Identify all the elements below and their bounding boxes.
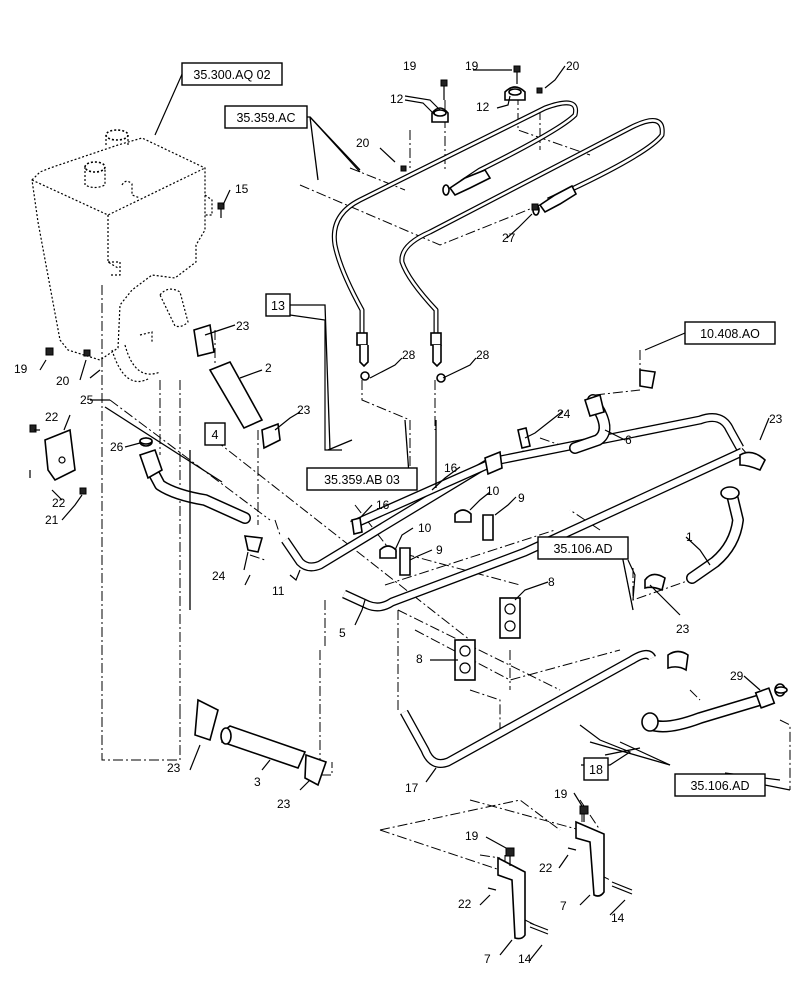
reference-box-1[interactable]: 35.300.AQ 02 (181, 62, 283, 86)
hose-item-2 (208, 360, 264, 430)
callout[interactable]: 28 (476, 348, 490, 362)
callout[interactable]: 3 (254, 775, 261, 789)
callout[interactable]: 24 (212, 569, 226, 583)
callout[interactable]: 12 (390, 92, 404, 106)
callout[interactable]: 17 (405, 781, 419, 795)
callout[interactable]: 22 (458, 897, 472, 911)
hydraulic-tank (31, 129, 213, 383)
callout[interactable]: 19 (403, 59, 417, 73)
callout[interactable]: 27 (502, 231, 516, 245)
clamp-hardware-top (217, 65, 543, 218)
callout[interactable]: 15 (235, 182, 249, 196)
leader-lines (34, 65, 781, 961)
callout[interactable]: 14 (518, 952, 532, 966)
reference-box-6[interactable]: 35.106.AD (674, 773, 766, 797)
callout[interactable]: 1 (686, 530, 693, 544)
boxed-item-18[interactable]: 18 (583, 757, 609, 781)
assembly-centerlines (101, 95, 791, 926)
callout[interactable]: 16 (444, 461, 458, 475)
brackets-item-7 (497, 820, 605, 940)
hose-assembly-pair (331, 100, 665, 368)
hose-item-4 (138, 437, 251, 524)
reference-box-5[interactable]: 35.106.AD (537, 536, 629, 560)
reference-label: 10.408.AO (700, 327, 760, 341)
item-number: 4 (212, 428, 219, 442)
tube-item-16 (350, 456, 498, 530)
small-clamps (193, 323, 766, 787)
callout-numbers: 15 19 19 20 12 12 20 27 23 2 28 28 19 20… (14, 59, 783, 966)
callout[interactable]: 21 (45, 513, 59, 527)
callout[interactable]: 9 (518, 491, 525, 505)
callout[interactable]: 22 (539, 861, 553, 875)
callout[interactable]: 19 (14, 362, 28, 376)
clip-items-9-10 (379, 509, 494, 576)
callout[interactable]: 23 (167, 761, 181, 775)
tube-item-11-5 (281, 413, 744, 612)
callout[interactable]: 22 (45, 410, 59, 424)
callout[interactable]: 23 (297, 403, 311, 417)
callout[interactable]: 23 (676, 622, 690, 636)
callout[interactable]: 7 (560, 899, 567, 913)
callout[interactable]: 22 (52, 496, 66, 510)
callout[interactable]: 10 (486, 484, 500, 498)
callout[interactable]: 25 (80, 393, 94, 407)
reference-label: 35.359.AB 03 (324, 473, 400, 487)
tube-item-17 (400, 650, 657, 768)
callout[interactable]: 24 (557, 407, 571, 421)
clamp-blocks-item-8 (454, 597, 521, 681)
callout[interactable]: 5 (339, 626, 346, 640)
callout[interactable]: 8 (416, 652, 423, 666)
group-brackets (104, 116, 791, 791)
callout[interactable]: 28 (402, 348, 416, 362)
hose-item-3 (220, 725, 307, 769)
callout[interactable]: 20 (56, 374, 70, 388)
boxed-item-13[interactable]: 13 (265, 293, 291, 317)
callout[interactable]: 6 (625, 433, 632, 447)
reference-label: 35.106.AD (690, 779, 749, 793)
reference-box-3[interactable]: 10.408.AO (684, 321, 776, 345)
item-number: 13 (271, 299, 285, 313)
callout[interactable]: 12 (476, 100, 490, 114)
callout[interactable]: 19 (465, 59, 479, 73)
callout[interactable]: 23 (769, 412, 783, 426)
reference-box-2[interactable]: 35.359.AC (224, 105, 308, 129)
callout[interactable]: 26 (110, 440, 124, 454)
hose-item-1 (686, 486, 744, 584)
callout[interactable]: 19 (554, 787, 568, 801)
callout[interactable]: 16 (376, 498, 390, 512)
callout[interactable]: 23 (236, 319, 250, 333)
fasteners (29, 203, 788, 935)
callout[interactable]: 20 (356, 136, 370, 150)
callout[interactable]: 19 (465, 829, 479, 843)
callout[interactable]: 7 (484, 952, 491, 966)
boxed-item-4[interactable]: 4 (204, 422, 226, 446)
item-number: 18 (589, 763, 603, 777)
callout[interactable]: 23 (277, 797, 291, 811)
reference-box-4[interactable]: 35.359.AB 03 (306, 467, 418, 491)
reference-label: 35.300.AQ 02 (193, 68, 270, 82)
callout[interactable]: 2 (265, 361, 272, 375)
callout[interactable]: 10 (418, 521, 432, 535)
callout[interactable]: 8 (548, 575, 555, 589)
hose-item-18 (641, 683, 786, 733)
callout[interactable]: 14 (611, 911, 625, 925)
reference-label: 35.359.AC (236, 111, 295, 125)
reference-label: 35.106.AD (553, 542, 612, 556)
bracket-item-25 (44, 428, 76, 482)
callout[interactable]: 9 (436, 543, 443, 557)
callout[interactable]: 20 (566, 59, 580, 73)
callout[interactable]: 11 (272, 584, 285, 598)
callout[interactable]: 29 (730, 669, 744, 683)
